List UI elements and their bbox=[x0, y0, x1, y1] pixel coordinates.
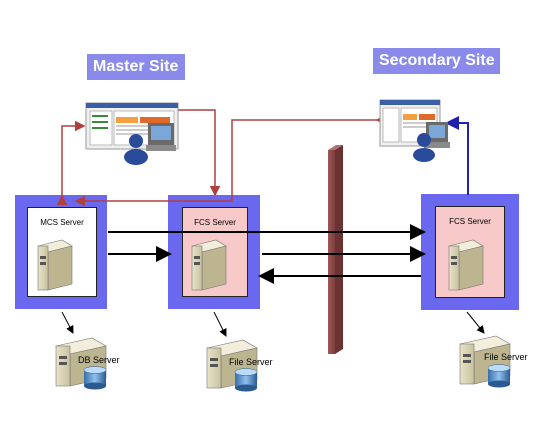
client-link-mcs bbox=[56, 120, 86, 205]
file-server-master-icon bbox=[206, 339, 258, 392]
secondary-site-label: Secondary Site bbox=[373, 48, 500, 74]
fcs-master-server-tower-icon bbox=[191, 239, 227, 291]
file-server-secondary-icon bbox=[459, 335, 511, 388]
file-server-secondary-label: File Server bbox=[484, 352, 528, 362]
client-link-secondary-to-mcs bbox=[74, 114, 386, 207]
storage-link-file-secondary bbox=[466, 311, 485, 334]
mcs-server-label: MCS Server bbox=[40, 218, 84, 227]
file-server-master-label: File Server bbox=[229, 357, 273, 367]
db-server-label: DB Server bbox=[78, 355, 120, 365]
storage-link-file-master bbox=[213, 311, 227, 337]
db-server-icon bbox=[55, 337, 107, 390]
client-link-fcs bbox=[178, 109, 221, 197]
fcs-master-label: FCS Server bbox=[194, 218, 236, 227]
storage-link-db bbox=[61, 311, 74, 334]
firewall-pillar bbox=[328, 145, 343, 354]
workstation-secondary-icon bbox=[379, 99, 450, 162]
workstation-master-icon bbox=[85, 102, 179, 165]
mcs-server-tower-icon bbox=[37, 239, 73, 291]
fcs-secondary-label: FCS Server bbox=[449, 217, 491, 226]
master-site-label: Master Site bbox=[87, 54, 185, 80]
client-link-secondary-fcs bbox=[445, 116, 469, 195]
fcs-secondary-server-tower-icon bbox=[448, 239, 484, 291]
